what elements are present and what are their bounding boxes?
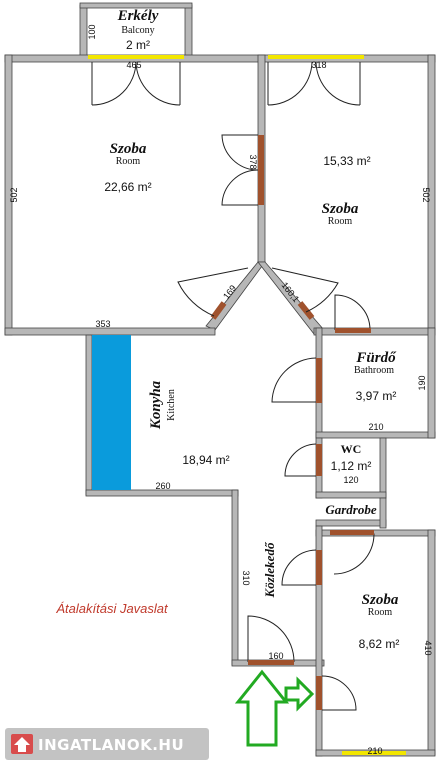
room3-area: 8,62 m²	[359, 637, 400, 651]
dim-room3-w: 210	[367, 746, 382, 756]
room2-sub: Room	[328, 216, 353, 227]
dim-room2-w: 318	[311, 60, 326, 70]
right-arrow-icon	[284, 676, 315, 712]
room-labels: Erkély Balcony 2 m² Szoba Room 22,66 m² …	[104, 8, 399, 651]
dim-balcony-w: 465	[126, 60, 141, 70]
room2-area: 15,33 m²	[323, 154, 370, 168]
dim-corridor-h: 310	[241, 570, 251, 585]
dim-wc-w: 120	[343, 475, 358, 485]
dim-right-h: 502	[421, 187, 431, 202]
kitchen-area: 18,94 m²	[182, 453, 229, 467]
door-378	[258, 135, 264, 205]
windows	[88, 55, 406, 755]
wc-name: WC	[341, 442, 362, 456]
balcony-window	[88, 55, 184, 59]
watermark-text: INGATLANOK.HU	[38, 736, 184, 754]
room3-sub: Room	[368, 607, 393, 618]
watermark: INGATLANOK.HU	[5, 728, 209, 760]
dim-bath-w: 210	[368, 422, 383, 432]
room2-window	[268, 55, 364, 59]
proposal-note: Átalakítási Javaslat	[55, 601, 169, 616]
bathroom-sub: Bathroom	[354, 365, 394, 376]
corridor-name: Közlekedő	[262, 541, 277, 598]
entrance-arrows	[234, 669, 315, 747]
wardrobe-name: Gardrobe	[325, 502, 377, 517]
dim-corridor-w: 160	[268, 651, 283, 661]
up-arrow-icon	[234, 669, 290, 747]
dim-bath-h: 190	[417, 375, 427, 390]
dim-kitchen-bottom: 260	[155, 481, 170, 491]
dimensions: 100 465 318 502 502 378 169 160,1 353 19…	[9, 24, 433, 756]
wc-area: 1,12 m²	[331, 459, 372, 473]
bathroom-area: 3,97 m²	[356, 389, 397, 403]
kitchen-name: Konyha	[148, 380, 164, 430]
kitchen-counter	[92, 335, 131, 490]
balcony-sub: Balcony	[121, 25, 154, 36]
balcony-name: Erkély	[117, 8, 159, 24]
room1-area: 22,66 m²	[104, 180, 151, 194]
room1-sub: Room	[116, 156, 141, 167]
dim-balcony-h: 100	[87, 24, 97, 39]
room2-name: Szoba	[322, 201, 359, 217]
room3-name: Szoba	[362, 592, 399, 608]
doors	[91, 61, 375, 711]
room3-window	[342, 751, 406, 755]
room1-name: Szoba	[110, 141, 147, 157]
dim-left-h: 502	[9, 187, 19, 202]
kitchen-sub: Kitchen	[166, 389, 177, 421]
dim-room3-h: 410	[423, 640, 433, 655]
bathroom-name: Fürdő	[355, 350, 397, 366]
dim-door-378: 378	[248, 154, 258, 169]
balcony-area: 2 m²	[126, 38, 150, 52]
dim-kitchen-w: 353	[95, 319, 110, 329]
